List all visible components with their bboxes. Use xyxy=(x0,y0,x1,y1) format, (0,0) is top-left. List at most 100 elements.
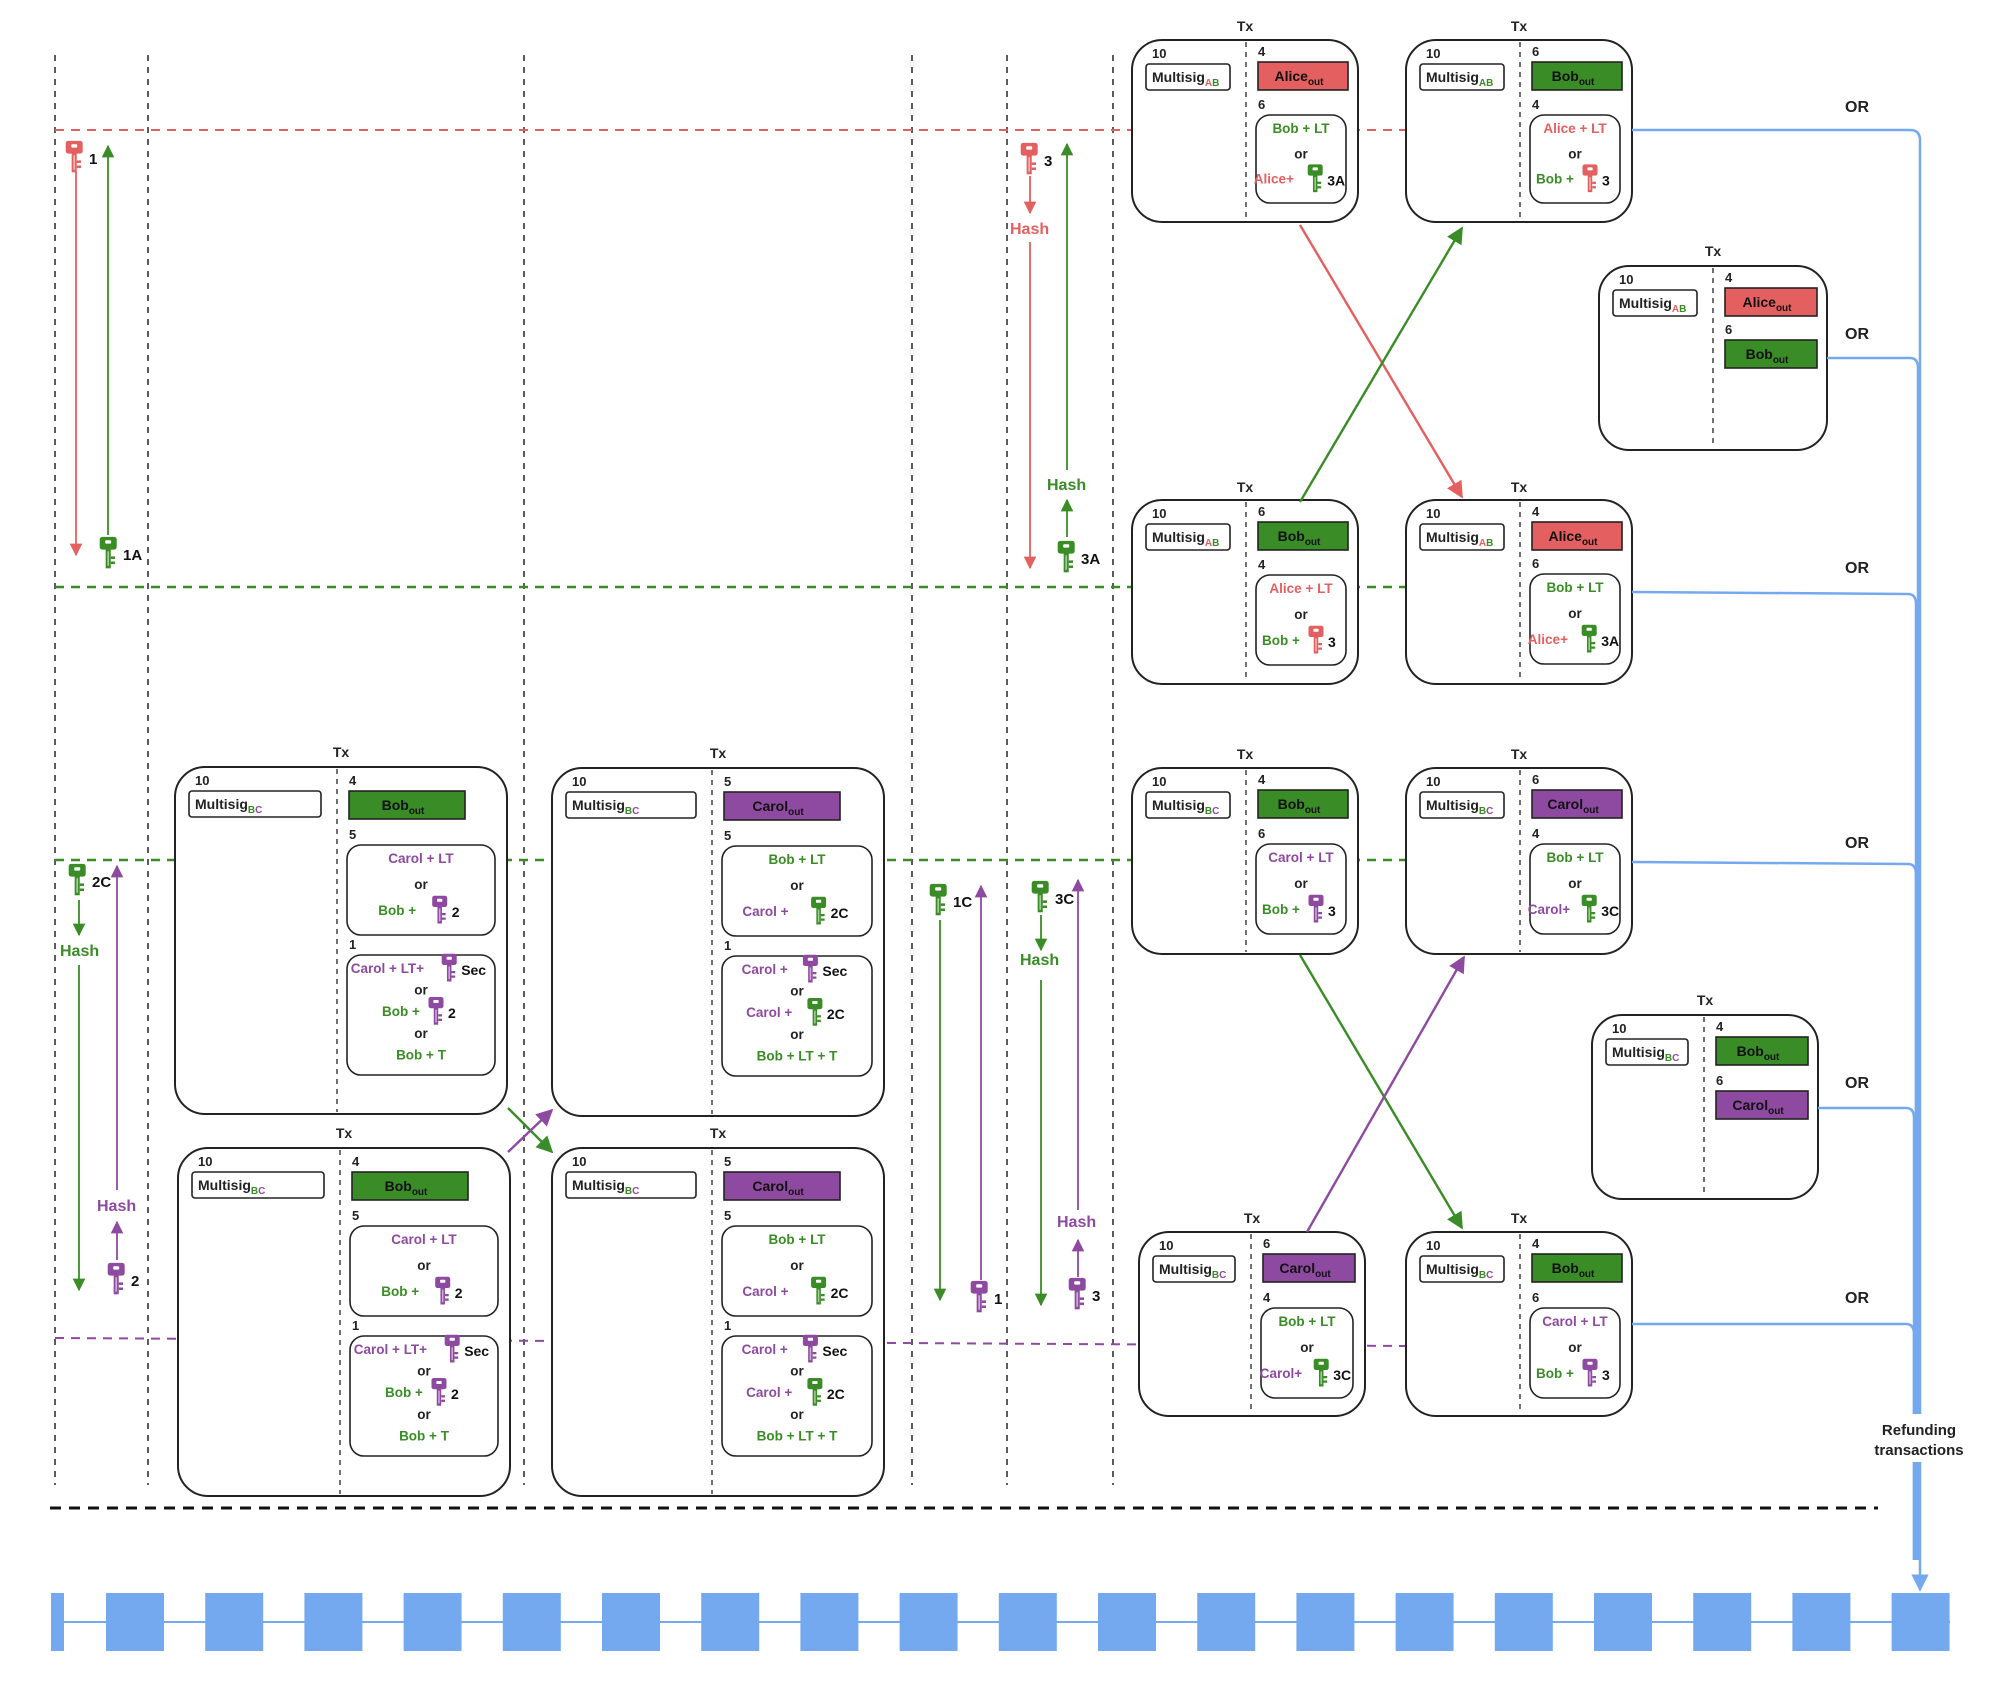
multisig-label: MultisigBC xyxy=(1152,797,1219,817)
script-or: or xyxy=(1294,607,1308,622)
script-term: Carol + LT+ xyxy=(351,961,424,976)
secret-key-2C: 2C xyxy=(68,863,111,896)
output-owner: Aliceout xyxy=(1742,294,1792,314)
or-label: OR xyxy=(1845,560,1869,577)
output-amount: 4 xyxy=(1532,504,1540,519)
output-amount: 5 xyxy=(724,1208,731,1223)
multisig-input xyxy=(1145,791,1231,819)
key-label: 2 xyxy=(452,904,460,920)
output-owner: Aliceout xyxy=(1548,528,1598,548)
script-or: or xyxy=(790,1407,804,1422)
blockchain xyxy=(51,1593,1950,1651)
multisig-input xyxy=(1145,523,1231,551)
key-label: 1 xyxy=(994,1291,1002,1308)
script-or: or xyxy=(417,1258,431,1273)
multisig-label: MultisigBC xyxy=(572,797,639,817)
script-or: or xyxy=(790,1027,804,1042)
block xyxy=(502,1593,561,1651)
output-pill-bob: Bobout xyxy=(1257,789,1349,819)
output-amount: 5 xyxy=(724,1154,731,1169)
output-amount: 6 xyxy=(1258,97,1265,112)
hash-label: Hash xyxy=(1047,477,1086,494)
output-amount: 4 xyxy=(1258,44,1266,59)
script-or: or xyxy=(417,1364,431,1379)
tx-label: Tx xyxy=(710,745,727,761)
multisig-input xyxy=(1419,63,1505,91)
hash-label: Hash xyxy=(60,943,99,960)
key-label: 1 xyxy=(89,151,97,168)
multisig-label: MultisigAB xyxy=(1426,69,1493,89)
key-label: 2C xyxy=(831,1285,849,1301)
script-term: Carol + xyxy=(746,1005,792,1020)
script-term: Bob + xyxy=(1536,172,1574,187)
script-term: Bob + LT xyxy=(768,852,826,867)
multisig-label: MultisigBC xyxy=(1426,797,1493,817)
key-label: 3A xyxy=(1081,551,1100,568)
tx-label: Tx xyxy=(710,1125,727,1141)
key-label: Sec xyxy=(461,962,486,978)
or-label: OR xyxy=(1845,99,1869,116)
script-term: Carol+ xyxy=(1260,1366,1303,1381)
output-amount: 6 xyxy=(1532,44,1539,59)
script-term: Bob + LT xyxy=(1546,580,1604,595)
output-pill-alice: Aliceout xyxy=(1724,287,1818,317)
script-or: or xyxy=(1294,146,1308,161)
script-term: Carol + xyxy=(746,1385,792,1400)
multisig-label: MultisigAB xyxy=(1152,69,1219,89)
output-amount: 1 xyxy=(724,1318,731,1333)
input-amount: 10 xyxy=(1152,774,1166,789)
multisig-input xyxy=(565,791,697,819)
input-amount: 10 xyxy=(1619,272,1633,287)
key-icon xyxy=(1031,880,1049,913)
key-label: Sec xyxy=(822,963,847,979)
refunding-label: transactions xyxy=(1874,1442,1963,1459)
key-label: 3 xyxy=(1328,903,1336,919)
hash-label: Hash xyxy=(97,1198,136,1215)
key-icon xyxy=(107,1262,125,1295)
secret-key-3: 3 xyxy=(1020,142,1052,175)
script-or: or xyxy=(1568,876,1582,891)
multisig-label: MultisigBC xyxy=(1612,1044,1679,1064)
key-label: 2 xyxy=(455,1285,463,1301)
multisig-label: MultisigAB xyxy=(1152,529,1219,549)
block xyxy=(701,1593,760,1651)
multisig-label: MultisigBC xyxy=(195,796,262,816)
script-term: Carol + LT xyxy=(391,1232,457,1247)
output-pill-carol: Carolout xyxy=(1262,1253,1356,1283)
output-amount: 1 xyxy=(349,937,356,952)
output-amount: 6 xyxy=(1263,1236,1270,1251)
script-or: or xyxy=(1300,1340,1314,1355)
key-label: 3A xyxy=(1327,173,1345,189)
key-label: 3 xyxy=(1602,173,1610,189)
key-label: 1A xyxy=(123,547,142,564)
output-owner: Bobout xyxy=(1552,1260,1595,1280)
block xyxy=(1296,1593,1355,1651)
output-pill-bob: Bobout xyxy=(1531,1253,1623,1283)
output-owner: Aliceout xyxy=(1274,68,1324,88)
script-term: Carol+ xyxy=(1528,902,1571,917)
key-icon xyxy=(929,883,947,916)
output-amount: 4 xyxy=(349,773,357,788)
output-amount: 5 xyxy=(724,774,731,789)
output-amount: 5 xyxy=(352,1208,359,1223)
multisig-input xyxy=(1419,791,1505,819)
output-amount: 6 xyxy=(1532,556,1539,571)
script-term: Bob + LT xyxy=(768,1232,826,1247)
script-or: or xyxy=(417,1407,431,1422)
block xyxy=(1891,1593,1950,1651)
secret-exchange-arrows xyxy=(69,142,1085,1307)
key-icon xyxy=(65,140,83,173)
output-amount: 5 xyxy=(349,827,356,842)
output-amount: 4 xyxy=(1258,772,1266,787)
output-owner: Carolout xyxy=(752,798,804,818)
output-amount: 1 xyxy=(352,1318,359,1333)
secret-key-3C: 3C xyxy=(1031,880,1074,913)
